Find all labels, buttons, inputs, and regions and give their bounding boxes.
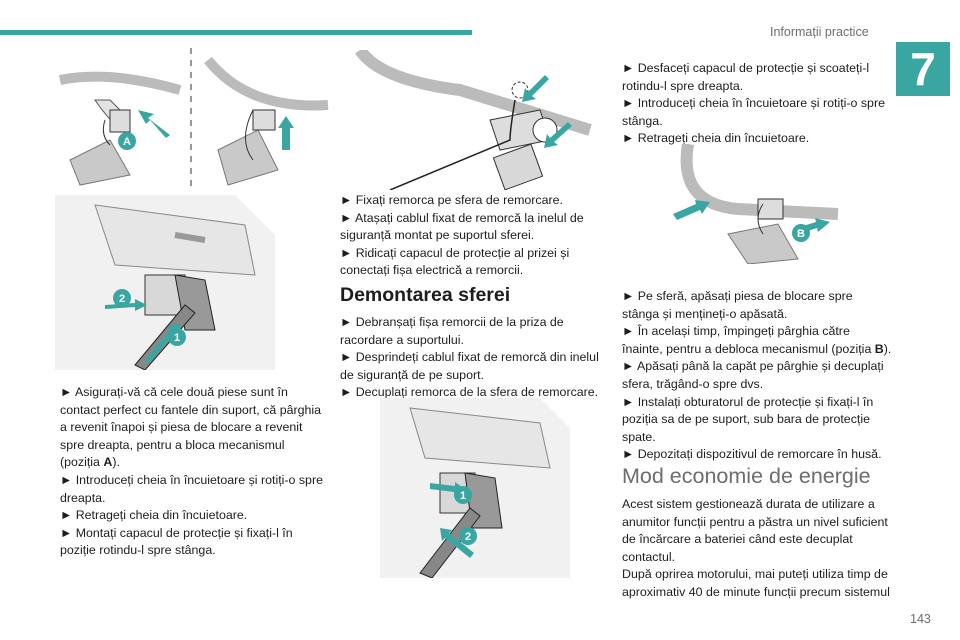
label-2-badge	[459, 527, 477, 545]
col3-paragraph: ► În același timp, împingeți pârghia căt…	[622, 324, 892, 356]
col3-paragraph: Acest sistem gestionează durata de utili…	[622, 497, 888, 564]
label-1-badge	[454, 486, 472, 504]
col3-paragraph: ► Introduceți cheia în încuietoare și ro…	[622, 96, 885, 128]
col2-paragraph: ► Atașați cablul fixat de remorcă la ine…	[340, 210, 584, 243]
towbar-lever-figure: 2 1	[55, 195, 275, 370]
col3-paragraph: ► Retrageți cheia din încuietoare.	[622, 131, 810, 146]
col3-paragraph: ► Desfaceți capacul de protecție și scoa…	[622, 61, 870, 93]
towbar-unlock-figure-b: B	[673, 144, 839, 264]
col2-paragraph: ► Desprindeți cablul fixat de remorcă di…	[340, 350, 599, 382]
col3-paragraph: După oprirea motorului, mai puteți utili…	[622, 567, 890, 599]
header-accent-bar	[0, 30, 472, 35]
svg-text:A: A	[123, 136, 131, 148]
svg-text:B: B	[797, 228, 805, 240]
col2-paragraph: ► Debranșați fișa remorcii de la priza d…	[340, 315, 564, 347]
label-b-badge	[792, 224, 810, 242]
col3-paragraph: ► Depozitați dispozitivul de remorcare î…	[622, 447, 882, 462]
col3-paragraph: ► Pe sferă, apăsați piesa de blocare spr…	[622, 289, 853, 321]
towbar-plug-figure	[204, 56, 329, 186]
heading-demontarea-sferei: Demontarea sferei	[340, 284, 511, 306]
col3-paragraph: ► Apăsați până la capăt pe pârghie și de…	[622, 359, 884, 391]
col3-text-middle: ► Pe sferă, apăsați piesa de blocare spr…	[622, 288, 892, 464]
svg-text:1: 1	[460, 490, 466, 502]
col1-paragraph: ► Asigurați-vă că cele două piese sunt î…	[60, 385, 322, 470]
col1-paragraph: ► Introduceți cheia în încuietoare și ro…	[60, 472, 323, 505]
col2-text-bottom: ► Debranșați fișa remorcii de la priza d…	[340, 314, 605, 402]
col1-paragraph: ► Montați capacul de protecție și fixați…	[60, 525, 293, 558]
page-number: 143	[910, 612, 931, 626]
col3-paragraph: ► Instalați obturatorul de protecție și …	[622, 394, 874, 444]
svg-text:2: 2	[465, 531, 471, 543]
figure-divider	[190, 48, 192, 188]
towbar-unlock-lever-figure: 1 2	[380, 398, 570, 578]
col3-text-top: ► Desfaceți capacul de protecție și scoa…	[622, 60, 892, 148]
section-title: Informații practice	[770, 25, 869, 39]
col2-paragraph: ► Decuplați remorca de la sfera de remor…	[340, 385, 599, 400]
col2-paragraph: ► Fixați remorca pe sfera de remorcare.	[340, 193, 563, 207]
safety-cable-figure	[355, 50, 592, 190]
col3-text-bottom: Acest sistem gestionează durata de utili…	[622, 496, 892, 602]
col2-text-top: ► Fixați remorca pe sfera de remorcare. …	[340, 192, 605, 280]
col1-paragraph: ► Retrageți cheia din încuietoare.	[60, 508, 248, 523]
col1-text: ► Asigurați-vă că cele două piese sunt î…	[60, 384, 325, 560]
label-2-badge	[113, 289, 131, 307]
heading-mod-economie-energie: Mod economie de energie	[622, 464, 871, 488]
label-1-badge	[168, 328, 186, 346]
towbar-lock-figure-a: A	[59, 71, 182, 186]
label-a-badge	[118, 132, 136, 150]
chapter-number-badge: 7	[896, 42, 950, 96]
svg-text:1: 1	[174, 332, 180, 344]
svg-text:2: 2	[119, 293, 125, 305]
col2-paragraph: ► Ridicați capacul de protecție al prize…	[340, 245, 570, 278]
